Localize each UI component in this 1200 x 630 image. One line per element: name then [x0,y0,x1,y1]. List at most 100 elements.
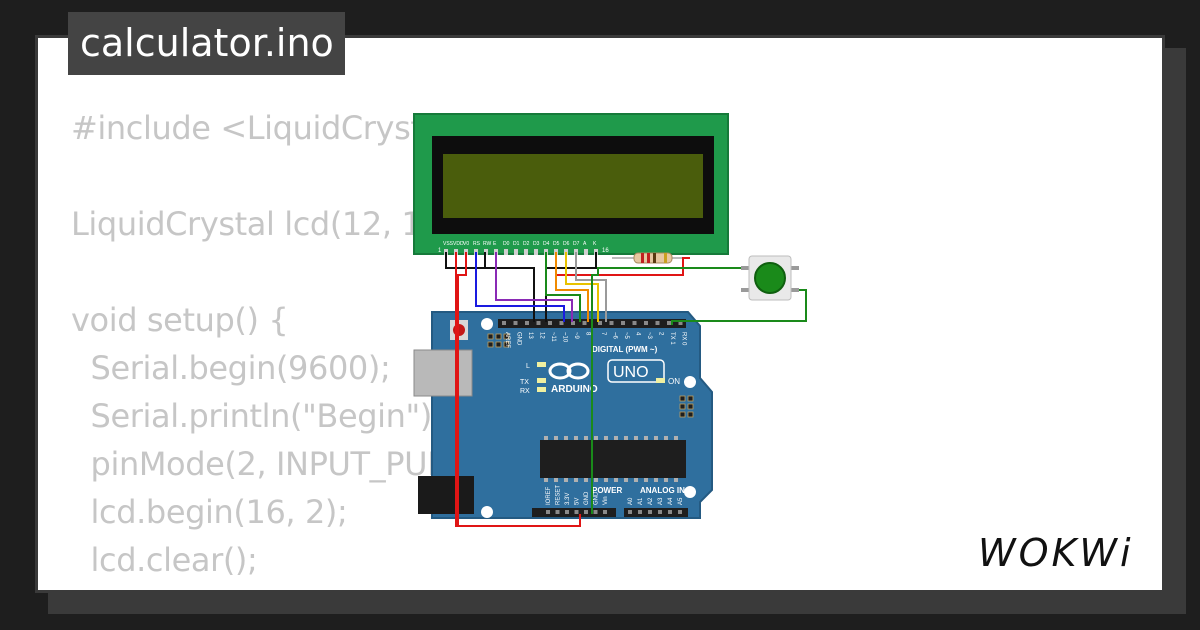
icsp-header [487,333,510,348]
header-pin[interactable] [513,321,518,325]
pushbutton-leg [790,266,799,270]
header-pin[interactable] [571,321,575,325]
header-pin[interactable] [574,510,579,514]
header-pin[interactable] [638,510,642,514]
header-pin[interactable] [658,510,662,514]
code-line: void setup() { [71,301,289,339]
analog-pin-label: A5 [678,497,684,505]
digital-pin-label: 4 [635,332,641,336]
header-strip [532,508,616,517]
wire-green [671,289,807,325]
chip-pin [674,436,678,440]
header-pin[interactable] [598,321,602,325]
chip-pin [654,436,658,440]
power-pin-label: RESET [556,485,562,505]
digital-pin-label: ~10 [562,332,568,343]
header-pin[interactable] [609,321,614,325]
analog-pin-label: A0 [628,497,634,505]
chip-pin [564,436,568,440]
header-pin[interactable] [502,321,506,325]
lcd-pin [534,249,538,255]
icsp-pin [487,333,494,340]
chip-pin [554,478,558,482]
header-pin[interactable] [525,321,529,325]
led-rx [537,387,546,392]
wire-green [545,252,581,322]
chip-pin [634,478,638,482]
chip-pin [644,436,648,440]
pushbutton[interactable] [741,255,799,301]
icsp-pin [679,411,686,418]
header-pin[interactable] [667,321,671,325]
resistor-band [653,253,656,263]
header-pin[interactable] [644,321,648,325]
lcd-pin-label: D6 [563,241,570,247]
lcd-pin-last-label: 16 [602,248,609,254]
header-pin[interactable] [593,510,598,514]
lcd-pin-label: D0 [503,241,510,247]
led-tx [537,378,546,383]
wire-red [455,252,581,527]
header-strip [624,508,688,517]
digital-pin-label: AREF [504,332,510,348]
lcd-pin-label: RW [483,241,492,247]
wire-red [457,252,467,526]
chip-pin [614,478,618,482]
mount-hole [684,376,696,388]
lcd-pin [514,249,518,255]
digital-pin-label: ~5 [623,332,629,340]
header-pin[interactable] [536,321,541,325]
header-pin[interactable] [678,321,683,325]
icsp-pin [495,333,502,340]
file-title: calculator.ino [68,12,345,75]
wire-yellow [565,252,599,322]
on-label: ON [668,377,680,386]
digital-pin-label: TX 1 [669,332,675,345]
lcd-pin [584,249,588,255]
lcd-pin-label: RS [473,241,481,247]
resistor[interactable] [612,252,690,264]
analog-pin-label: A3 [658,497,664,505]
header-pin[interactable] [655,321,660,325]
header-pin[interactable] [621,321,625,325]
header-pin[interactable] [603,510,607,514]
chip-pin [574,478,578,482]
header-pin[interactable] [678,510,682,514]
on-led [656,378,665,383]
code-line: lcd.clear(); [71,541,258,579]
header-pin[interactable] [546,510,550,514]
code-line: lcd.home(); [71,584,642,590]
chip-pin [624,436,628,440]
lcd-pin-label: A [583,241,587,247]
header-pin[interactable] [548,321,552,325]
lcd-pin-label: V0 [463,241,469,247]
icsp-pin [503,333,510,340]
header-pin[interactable] [632,321,637,325]
pushbutton-cap[interactable] [754,262,786,294]
lcd-pin [524,249,528,255]
chip-pin [584,478,588,482]
power-pin-label: 5V [575,498,581,505]
header-pin[interactable] [668,510,672,514]
wire-black [445,252,535,322]
header-pin[interactable] [584,510,588,514]
pushbutton-leg [741,266,750,270]
header-pin[interactable] [648,510,652,514]
header-pin[interactable] [628,510,632,514]
header-pin[interactable] [582,321,587,325]
header-pin[interactable] [565,510,569,514]
lcd-pin-label: D2 [523,241,530,247]
header-pin[interactable] [555,510,560,514]
chip-pin [614,436,618,440]
code-line: Serial.println("Begin"); [71,397,443,435]
icsp-header [679,395,694,418]
lcd-pin-label: D4 [543,241,550,247]
header-pin[interactable] [559,321,564,325]
power-pin-label: IOREF [546,486,552,505]
power-pin-label: GND [594,491,600,505]
chip-pin [634,436,638,440]
led-l [537,362,546,367]
